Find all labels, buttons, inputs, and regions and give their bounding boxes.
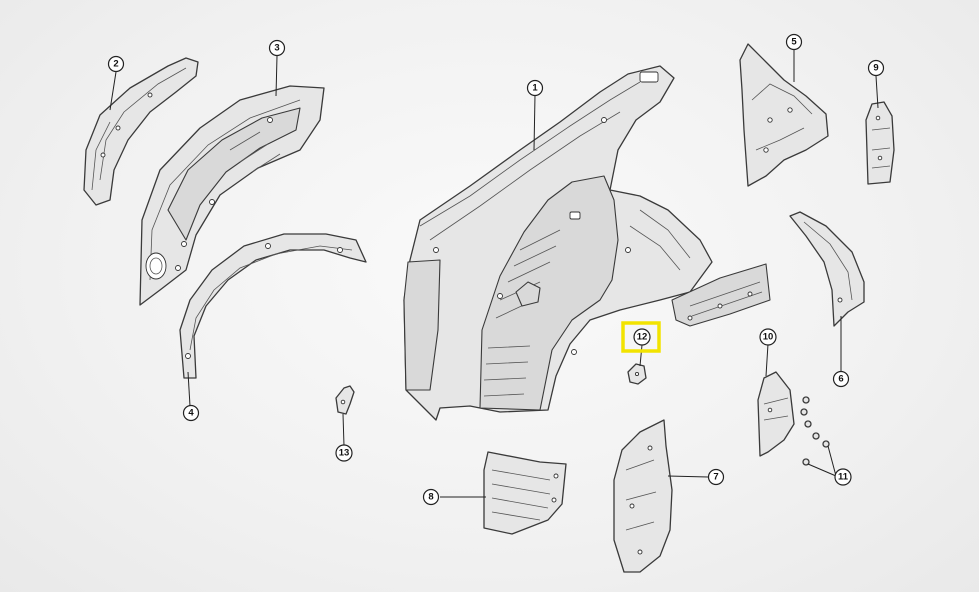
callout-3: 3	[268, 39, 286, 57]
callout-7: 7	[707, 468, 725, 486]
callout-6: 6	[832, 370, 850, 388]
svg-text:1: 1	[532, 83, 538, 94]
leader-lines	[109, 49, 879, 498]
callout-5: 5	[785, 33, 803, 51]
svg-text:5: 5	[791, 37, 797, 48]
callout-10: 10	[759, 328, 777, 346]
part-5-bracket[interactable]	[739, 43, 829, 187]
part-9-bracket[interactable]	[865, 101, 895, 185]
svg-text:9: 9	[873, 63, 878, 74]
part-10-panel[interactable]	[757, 371, 795, 457]
svg-text:11: 11	[838, 472, 849, 483]
svg-text:2: 2	[113, 59, 118, 70]
part-1-main-assembly[interactable]	[403, 65, 771, 421]
callout-11: 11	[834, 468, 852, 486]
part-7-lower-right-panel[interactable]	[613, 419, 673, 573]
part-4-wheel-arch[interactable]	[179, 233, 367, 379]
callout-12[interactable]: 12	[621, 321, 661, 353]
svg-text:6: 6	[838, 374, 843, 385]
svg-text:8: 8	[428, 492, 433, 503]
svg-text:3: 3	[274, 43, 279, 54]
svg-text:7: 7	[713, 472, 718, 483]
callout-4: 4	[182, 404, 200, 422]
part-8-lower-panel[interactable]	[483, 451, 567, 535]
svg-text:12: 12	[637, 332, 648, 343]
callout-9: 9	[867, 59, 885, 77]
part-2-rail[interactable]	[83, 57, 199, 206]
svg-text:4: 4	[188, 408, 194, 419]
part-13-bracket[interactable]	[335, 385, 355, 415]
part-6-arch-extension[interactable]	[789, 211, 865, 327]
part-3-quarter-inner-panel[interactable]	[139, 85, 325, 306]
callout-13: 13	[335, 444, 353, 462]
callout-8: 8	[422, 488, 440, 506]
callout-1: 1	[526, 79, 544, 97]
callout-2: 2	[107, 55, 125, 73]
highlight-box	[621, 321, 661, 353]
part-12-clip[interactable]	[627, 363, 647, 385]
svg-text:13: 13	[339, 448, 350, 459]
part-11-fasteners[interactable]	[800, 396, 830, 466]
svg-text:10: 10	[763, 332, 774, 343]
